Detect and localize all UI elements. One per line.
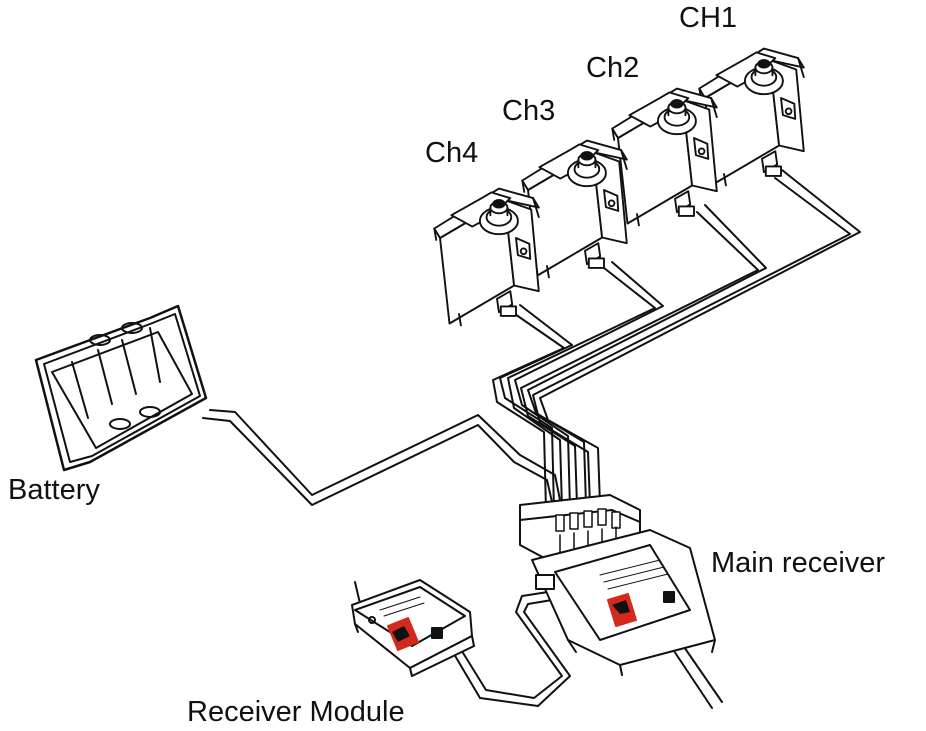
battery-cable [203, 410, 560, 505]
ch2-label: Ch2 [586, 54, 639, 83]
ch4-label: Ch4 [425, 139, 478, 168]
receiver-module-icon [352, 580, 474, 676]
battery-pack-icon [36, 306, 206, 470]
main-receiver-label: Main receiver [711, 549, 885, 578]
ch4-cable [493, 305, 572, 510]
battery-label: Battery [8, 476, 100, 505]
main-antenna [672, 644, 722, 708]
ch1-label: CH1 [679, 4, 737, 33]
ch3-label: Ch3 [502, 97, 555, 126]
servo-ch4-icon [434, 189, 539, 326]
receiver-module-label: Receiver Module [187, 698, 405, 727]
module-link-cable [454, 592, 570, 706]
servo-ch2-icon [612, 89, 717, 226]
servo-ch3-icon [522, 141, 627, 278]
